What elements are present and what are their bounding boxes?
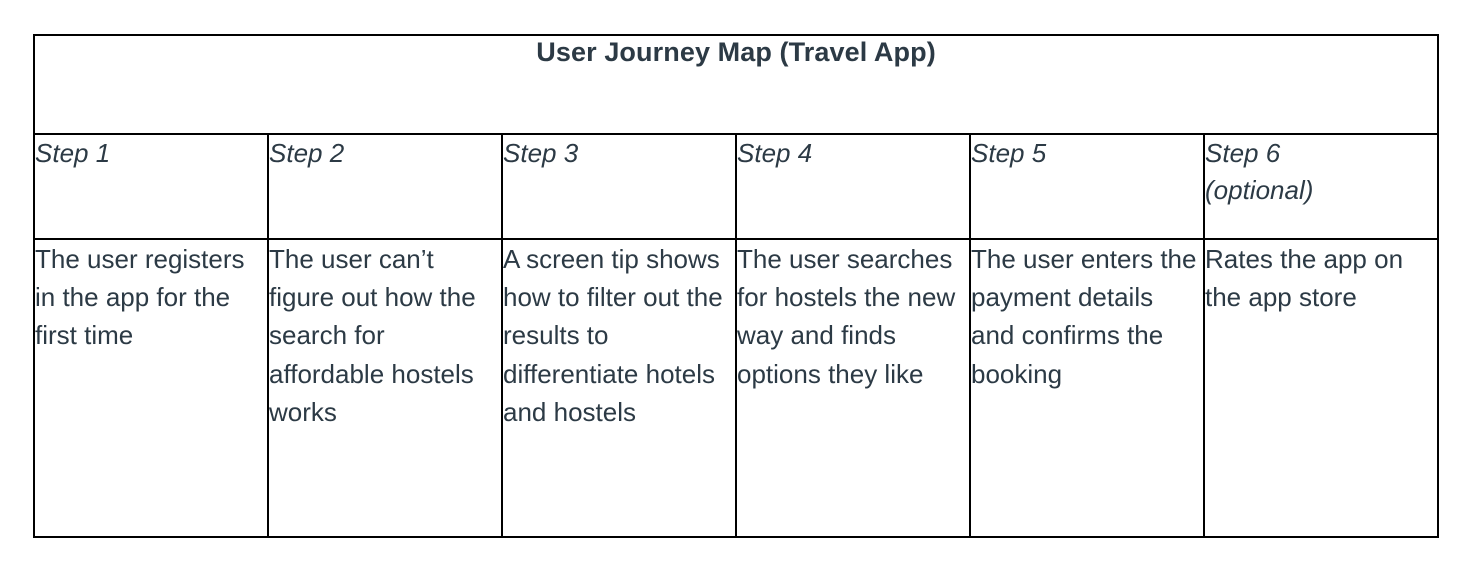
step-label-1: Step 1 <box>35 138 111 168</box>
step-label-3: Step 3 <box>503 138 579 168</box>
step-header-cell-2: Step 2 <box>267 133 503 240</box>
step-header-cell-1: Step 1 <box>33 133 269 240</box>
step-description-cell-6: Rates the app on the app store <box>1202 238 1440 538</box>
step-description-cell-2: The user can’t figure out how the search… <box>267 238 503 538</box>
step-description-cell-4: The user searches for hostels the new wa… <box>735 238 971 538</box>
map-title-cell: User Journey Map (Travel App) <box>32 34 1440 135</box>
step-header-row: Step 1 Step 2 Step 3 Step 4 Step 5 Step … <box>33 133 1440 240</box>
step-label-6: Step 6 (optional) <box>1205 138 1314 205</box>
step-description-6: Rates the app on the app store <box>1205 244 1404 313</box>
step-description-1: The user registers in the app for the fi… <box>35 244 245 351</box>
step-header-cell-6: Step 6 (optional) <box>1202 133 1440 240</box>
step-label-5: Step 5 <box>971 138 1047 168</box>
step-description-5: The user enters the payment details and … <box>971 244 1197 389</box>
step-header-cell-3: Step 3 <box>501 133 737 240</box>
step-label-2: Step 2 <box>269 138 345 168</box>
step-header-cell-5: Step 5 <box>969 133 1205 240</box>
step-description-3: A screen tip shows how to filter out the… <box>503 244 723 427</box>
step-label-4: Step 4 <box>737 138 813 168</box>
user-journey-map-table: User Journey Map (Travel App) Step 1 Ste… <box>32 34 1440 538</box>
step-description-2: The user can’t figure out how the search… <box>269 244 476 427</box>
page-title: User Journey Map (Travel App) <box>536 37 936 67</box>
step-description-cell-5: The user enters the payment details and … <box>969 238 1205 538</box>
step-description-row: The user registers in the app for the fi… <box>33 238 1440 538</box>
step-description-cell-1: The user registers in the app for the fi… <box>33 238 269 538</box>
step-description-cell-3: A screen tip shows how to filter out the… <box>501 238 737 538</box>
step-description-4: The user searches for hostels the new wa… <box>737 244 956 389</box>
title-row: User Journey Map (Travel App) <box>32 34 1440 135</box>
step-header-cell-4: Step 4 <box>735 133 971 240</box>
